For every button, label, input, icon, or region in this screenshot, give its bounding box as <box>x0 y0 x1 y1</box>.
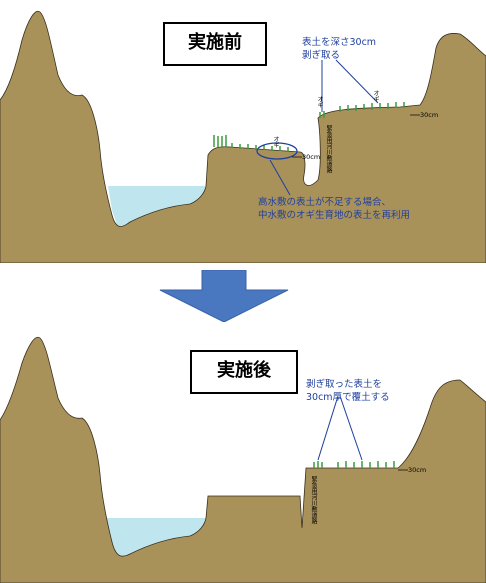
after-note-line-2: 30cm厚で覆土する <box>306 392 390 403</box>
before-note-top: 表土を深さ30cm 剥ぎ取る <box>302 36 376 62</box>
ogi-area-highlight <box>256 142 298 160</box>
before-terrain-diagram <box>0 10 486 263</box>
before-panel: 実施前 表土を深さ30cm 剥ぎ取る 高水敷の表土が不足する場合、 中水敷のオギ… <box>0 0 486 263</box>
after-road-label: 緊急用河川敷道路 <box>310 476 317 524</box>
before-note-bottom-line-2: 中水敷のオギ生育地の表土を再利用 <box>258 210 411 221</box>
road-label: 緊急用河川敷道路 <box>325 125 332 173</box>
before-title: 実施前 <box>163 22 267 66</box>
grass-patch-high <box>313 461 395 468</box>
river-water <box>106 518 206 560</box>
after-panel: 実施後 剥ぎ取った表土を 30cm厚で覆土する 30cm 緊急用河川敷道路 <box>0 328 486 583</box>
after-note: 剥ぎ取った表土を 30cm厚で覆土する <box>306 378 390 404</box>
pointer-line-3 <box>269 159 291 196</box>
grass-patch-high <box>319 102 405 118</box>
terrain-cross-section <box>0 10 486 263</box>
depth-label-1: 30cm <box>302 153 321 161</box>
before-note-top-line-1: 表土を深さ30cm <box>302 37 377 48</box>
terrain-cross-section <box>0 336 486 583</box>
pointer-line-1 <box>317 395 339 461</box>
before-note-bottom: 高水敷の表土が不足する場合、 中水敷のオギ生育地の表土を再利用 <box>258 196 410 222</box>
after-terrain-diagram <box>0 336 486 583</box>
depth-label-2: 30cm <box>420 111 439 119</box>
before-note-top-line-2: 剥ぎ取る <box>302 50 341 61</box>
before-note-bottom-line-1: 高水敷の表土が不足する場合、 <box>258 197 392 208</box>
down-arrow <box>159 270 289 322</box>
ogi-label-2: オギ <box>316 96 323 108</box>
pointer-line-2 <box>335 59 379 104</box>
after-note-line-1: 剥ぎ取った表土を <box>306 379 383 390</box>
grass-patch-mid <box>213 135 289 152</box>
after-title: 実施後 <box>190 350 298 394</box>
ogi-label-3: オギ <box>372 90 379 102</box>
after-depth-label: 30cm <box>408 466 427 474</box>
ogi-label-1: オギ <box>272 136 279 148</box>
pointer-line-2 <box>339 395 363 461</box>
